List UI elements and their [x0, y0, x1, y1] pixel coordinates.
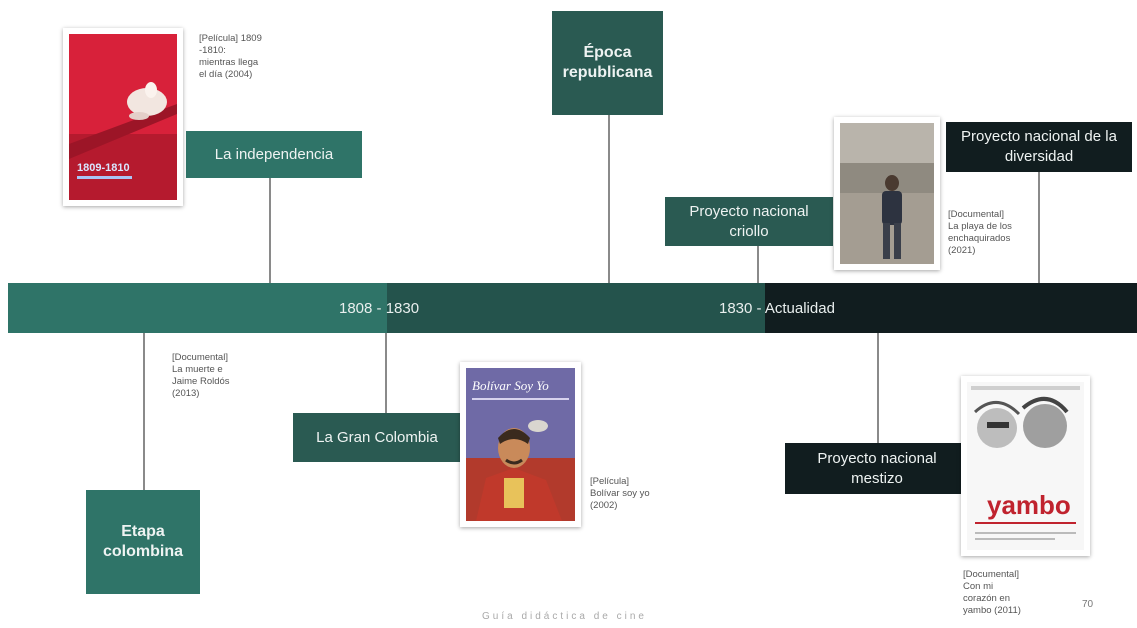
connector-criollo	[757, 246, 759, 283]
caption-line: (2002)	[590, 500, 618, 511]
svg-text:yambo: yambo	[987, 490, 1071, 520]
caption-line: [Documental]	[963, 569, 1019, 580]
caption-pelicula-1809: [Película] 1809 -1810: mientras llega el…	[199, 33, 262, 81]
caption-line: enchaquirados	[948, 233, 1011, 244]
connector-etapa	[143, 333, 145, 490]
svg-text:1809-1810: 1809-1810	[77, 162, 130, 174]
poster-yambo-art: yambo	[967, 382, 1084, 550]
caption-doc-roldos: [Documental] La muerte e Jaime Roldós (2…	[172, 352, 230, 400]
photo-playa-art	[840, 123, 934, 264]
node-proyecto-criollo: Proyecto nacional criollo	[665, 197, 833, 246]
node-epoca-republicana-label: Época republicana	[562, 44, 653, 81]
caption-pelicula-bolivar: [Película] Bolívar soy yo (2002)	[590, 476, 650, 512]
caption-line: [Película] 1809	[199, 33, 262, 44]
poster-1809-1810: 1809-1810	[63, 28, 183, 206]
connector-mestizo	[877, 333, 879, 443]
caption-line: [Película]	[590, 476, 630, 487]
caption-doc-yambo: [Documental] Con mi corazón en yambo (20…	[963, 569, 1021, 617]
caption-line: (2021)	[948, 245, 976, 256]
caption-line: Jaime Roldós	[172, 376, 230, 387]
caption-line: La muerte e	[172, 364, 223, 375]
node-proyecto-diversidad: Proyecto nacional de la diversidad	[946, 122, 1132, 172]
caption-line: (2013)	[172, 388, 200, 399]
node-etapa-colombina: Etapa colombina	[86, 490, 200, 594]
caption-line: [Documental]	[172, 352, 228, 363]
timeline-band-segment-2	[387, 283, 765, 333]
connector-gran-colombia	[385, 333, 387, 413]
caption-line: Con mi	[963, 581, 994, 592]
connector-diversidad	[1038, 172, 1040, 283]
caption-doc-playa: [Documental] La playa de los enchaquirad…	[948, 209, 1012, 257]
node-proyecto-diversidad-label: Proyecto nacional de la diversidad	[961, 128, 1117, 165]
node-proyecto-mestizo-label: Proyecto nacional mestizo	[817, 449, 937, 487]
node-etapa-colombina-label: Etapa colombina	[102, 523, 183, 560]
caption-line: yambo (2011)	[963, 605, 1021, 616]
node-proyecto-criollo-label: Proyecto nacional criollo	[689, 202, 809, 240]
node-la-gran-colombia: La Gran Colombia	[293, 413, 461, 462]
poster-bolivar-art: Bolívar Soy Yo	[466, 368, 575, 521]
timeline-band-segment-1	[8, 283, 387, 333]
node-epoca-republicana: Época republicana	[552, 11, 663, 115]
caption-line: mientras llega	[199, 57, 259, 68]
node-la-independencia: La independencia	[186, 131, 362, 178]
caption-line: La playa de los	[948, 221, 1012, 232]
caption-line: [Documental]	[948, 209, 1004, 220]
caption-line: el día (2004)	[199, 69, 253, 80]
caption-line: corazón en	[963, 593, 1011, 604]
poster-con-mi-corazon-en-yambo: yambo	[961, 376, 1090, 556]
timeline-period-1808-1830: 1808 - 1830	[339, 300, 420, 317]
connector-epoca	[608, 115, 610, 283]
caption-line: -1810:	[199, 45, 226, 56]
poster-1809-art: 1809-1810	[69, 34, 177, 200]
timeline-band-segment-3	[765, 283, 1137, 333]
footer-guia-didactica: Guía didáctica de cine	[482, 611, 647, 622]
connector-independencia	[269, 178, 271, 283]
page-number: 70	[1082, 599, 1094, 610]
photo-playa-enchaquirados	[834, 117, 940, 270]
poster-bolivar-soy-yo: Bolívar Soy Yo	[460, 362, 581, 527]
svg-text:Bolívar Soy Yo: Bolívar Soy Yo	[472, 378, 549, 393]
node-proyecto-mestizo: Proyecto nacional mestizo	[785, 443, 969, 494]
caption-line: Bolívar soy yo	[590, 488, 650, 499]
timeline-period-1830-actualidad: 1830 - Actualidad	[719, 300, 835, 317]
